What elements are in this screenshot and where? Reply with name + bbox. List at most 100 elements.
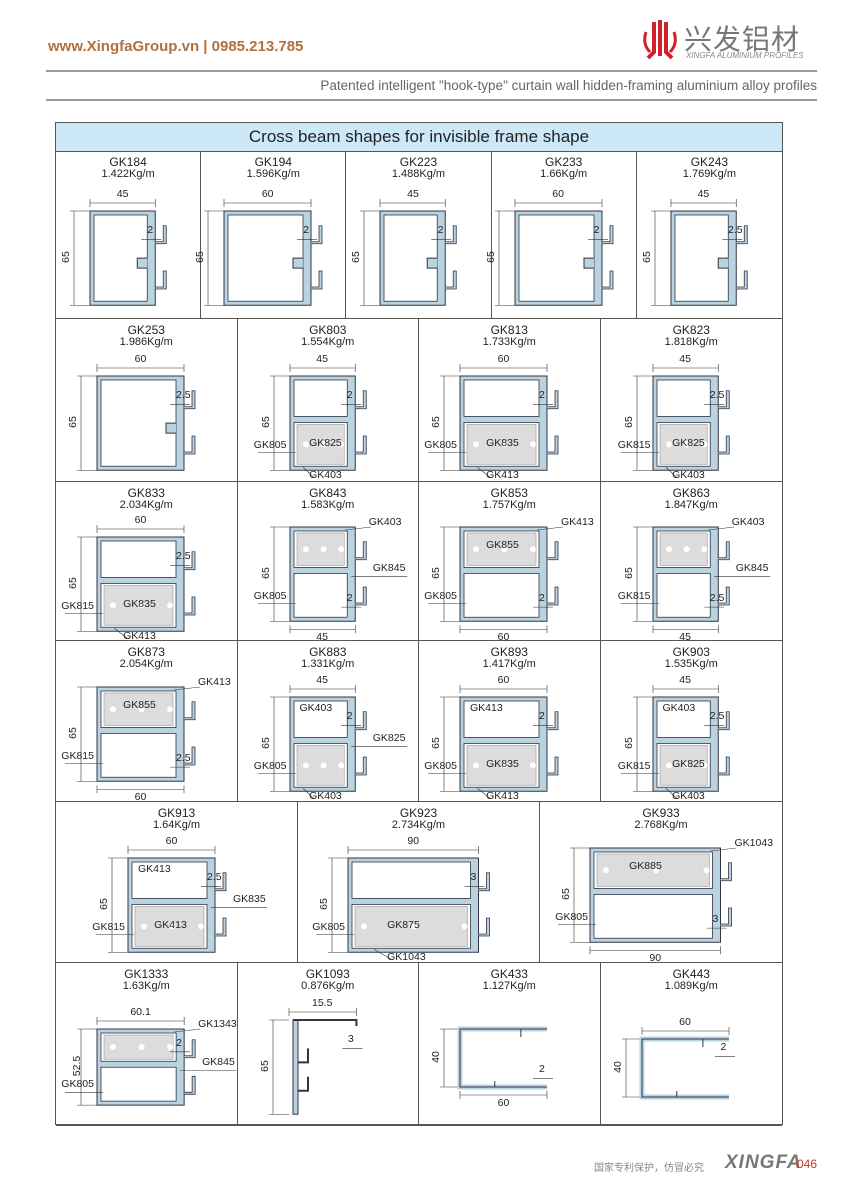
profile-drawing (268, 1008, 362, 1115)
width-dimension: 45 (679, 353, 691, 365)
gap-dimension: 2 (346, 710, 353, 723)
part-callout-gk815: GK815 (617, 589, 651, 602)
profile-code: GK194 (254, 155, 292, 169)
part-callout-gk845: GK845 (735, 562, 769, 575)
profile-code: GK433 (490, 967, 528, 981)
part-callout-gk805: GK805 (424, 759, 457, 772)
profile-weight: 1.818Kg/m (664, 336, 718, 348)
part-callout-gk815: GK815 (92, 920, 125, 933)
part-callout-gk835: GK835 (486, 757, 519, 770)
profile-code: GK443 (672, 967, 710, 981)
height-dimension: 65 (640, 251, 653, 263)
profile-weight: 1.089Kg/m (664, 980, 718, 992)
gap-dimension: 2.5 (176, 752, 191, 765)
profile-weight: 1.63Kg/m (122, 980, 170, 992)
profile-drawing (621, 1027, 735, 1100)
profile-weight: 1.64Kg/m (152, 819, 201, 831)
profile-code: GK1093 (305, 967, 350, 981)
profile-drawing (494, 199, 613, 306)
profile-code: GK903 (672, 645, 710, 659)
part-callout-gk845: GK845 (372, 562, 406, 575)
gap-dimension: 2 (176, 1036, 182, 1049)
part-callout-gk825: GK825 (672, 436, 705, 449)
page-subtitle: Patented intelligent "hook-type" curtain… (320, 78, 817, 93)
part-callout-gk403: GK403 (662, 702, 696, 714)
profile-code: GK933 (642, 806, 680, 820)
part-callout-gk825: GK825 (309, 436, 342, 449)
part-callout-gk413: GK413 (561, 516, 594, 528)
profile-drawing (65, 525, 196, 639)
footer-brand: XINGFA (725, 1152, 802, 1173)
part-callout-gk875: GK875 (387, 918, 420, 931)
part-callout-gk845: GK845 (202, 1056, 235, 1069)
profile-drawing (620, 685, 730, 799)
part-callout-gk835: GK835 (123, 597, 156, 610)
width-dimension: 45 (116, 188, 129, 200)
part-callout-gk855: GK855 (123, 698, 156, 711)
profile-code: GK853 (490, 486, 528, 500)
profile-code: GK233 (545, 155, 583, 169)
width-dimension: 60 (134, 791, 147, 804)
profile-weight: 1.769Kg/m (682, 168, 736, 180)
part-callout-gk855: GK855 (486, 538, 519, 551)
height-dimension: 65 (622, 737, 635, 749)
profile-drawing (620, 526, 770, 634)
part-callout-gk403: GK403 (731, 516, 765, 528)
gap-dimension: 2.5 (176, 389, 191, 402)
part-callout-gk815: GK815 (61, 749, 94, 762)
profile-code: GK863 (672, 486, 710, 500)
height-dimension: 65 (259, 737, 272, 749)
gap-dimension: 3 (347, 1033, 354, 1046)
gap-dimension: 3 (470, 871, 477, 884)
height-dimension: 65 (317, 898, 330, 910)
table-title: Cross beam shapes for invisible frame sh… (56, 123, 782, 152)
part-callout-gk413: GK413 (154, 918, 187, 931)
height-dimension: 65 (259, 416, 272, 428)
part-callout-gk805: GK805 (424, 438, 457, 451)
part-callout-gk805: GK805 (253, 438, 287, 451)
height-dimension: 40 (611, 1061, 624, 1073)
profile-code: GK893 (490, 645, 528, 659)
gap-dimension: 2 (346, 592, 353, 605)
part-callout-gk885: GK885 (629, 859, 662, 872)
profile-weight: 1.417Kg/m (482, 658, 536, 670)
profile-weight: 2.034Kg/m (119, 499, 173, 511)
profile-code: GK883 (309, 645, 347, 659)
gap-dimension: 3 (712, 913, 719, 926)
profile-drawing (65, 1017, 237, 1106)
website-and-phone[interactable]: www.XingfaGroup.vn | 0985.213.785 (48, 38, 304, 55)
profile-weight: 1.66Kg/m (540, 168, 588, 180)
part-callout-gk825: GK825 (372, 732, 406, 745)
gap-dimension: 2 (593, 224, 600, 237)
profile-weight: 1.733Kg/m (482, 336, 536, 348)
logo-mark-icon (643, 20, 677, 60)
profile-drawing (558, 847, 737, 955)
part-callout-gk1043: GK1043 (387, 951, 426, 964)
profile-code: GK833 (127, 486, 165, 500)
part-callout-gk413: GK413 (123, 630, 156, 643)
part-callout-gk403: GK403 (672, 790, 705, 803)
height-dimension: 65 (484, 251, 497, 263)
height-dimension: 65 (66, 577, 79, 589)
profile-code: GK253 (127, 323, 165, 337)
gap-dimension: 2 (303, 224, 310, 237)
profile-weight: 1.986Kg/m (119, 336, 173, 348)
profile-drawing (257, 685, 407, 799)
gap-dimension: 2 (539, 389, 545, 402)
part-callout-gk815: GK815 (617, 759, 651, 772)
width-dimension: 60 (134, 514, 147, 526)
part-callout-gk403: GK403 (309, 790, 342, 803)
height-dimension: 65 (429, 567, 442, 579)
profile-drawing (316, 846, 490, 960)
profile-drawing (70, 199, 167, 306)
